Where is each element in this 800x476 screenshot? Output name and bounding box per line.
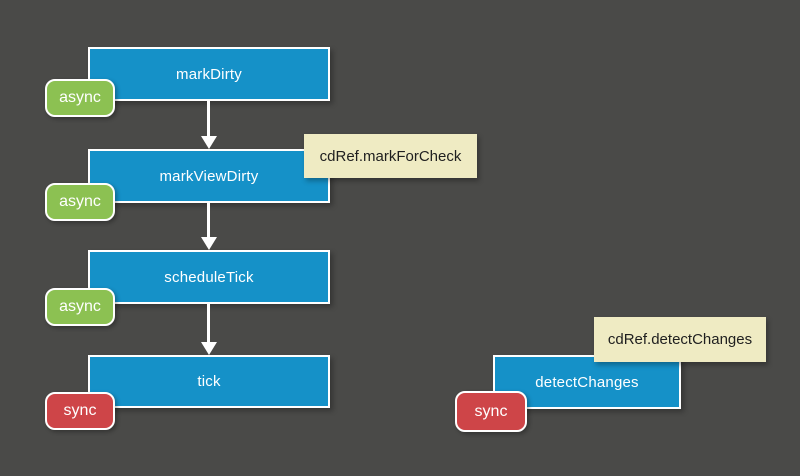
badge-async-markviewdirty: async bbox=[45, 183, 115, 221]
note-cdref-detectchanges-label: cdRef.detectChanges bbox=[607, 331, 753, 348]
note-cdref-markforcheck: cdRef.markForCheck bbox=[304, 134, 477, 178]
badge-sync-tick-label: sync bbox=[63, 402, 97, 419]
arrow-down-icon bbox=[201, 342, 217, 355]
flow-node-markdirty: markDirty bbox=[88, 47, 330, 101]
note-cdref-detectchanges: cdRef.detectChanges bbox=[594, 317, 766, 362]
arrow-line-markdirty-to-markviewdirty bbox=[207, 101, 210, 137]
flow-node-scheduletick-label: scheduleTick bbox=[164, 268, 254, 286]
flow-node-markviewdirty: markViewDirty bbox=[88, 149, 330, 203]
badge-async-markviewdirty-label: async bbox=[59, 193, 101, 210]
flow-node-markdirty-label: markDirty bbox=[176, 65, 242, 83]
flow-node-tick-label: tick bbox=[197, 373, 221, 390]
note-cdref-markforcheck-label: cdRef.markForCheck bbox=[319, 147, 462, 165]
flow-node-markviewdirty-label: markViewDirty bbox=[159, 167, 259, 185]
arrow-line-scheduletick-to-tick bbox=[207, 304, 210, 343]
flow-node-scheduletick: scheduleTick bbox=[88, 250, 330, 304]
badge-sync-tick: sync bbox=[45, 392, 115, 430]
badge-async-scheduletick-label: async bbox=[59, 298, 101, 315]
badge-async-markdirty: async bbox=[45, 79, 115, 117]
badge-async-scheduletick: async bbox=[45, 288, 115, 326]
arrow-line-markviewdirty-to-scheduletick bbox=[207, 203, 210, 238]
badge-async-markdirty-label: async bbox=[59, 89, 101, 106]
badge-sync-detectchanges: sync bbox=[455, 391, 527, 432]
arrow-down-icon bbox=[201, 237, 217, 250]
badge-sync-detectchanges-label: sync bbox=[474, 402, 508, 420]
flow-node-tick: tick bbox=[88, 355, 330, 408]
arrow-down-icon bbox=[201, 136, 217, 149]
flow-node-detectchanges-label: detectChanges bbox=[535, 373, 639, 391]
